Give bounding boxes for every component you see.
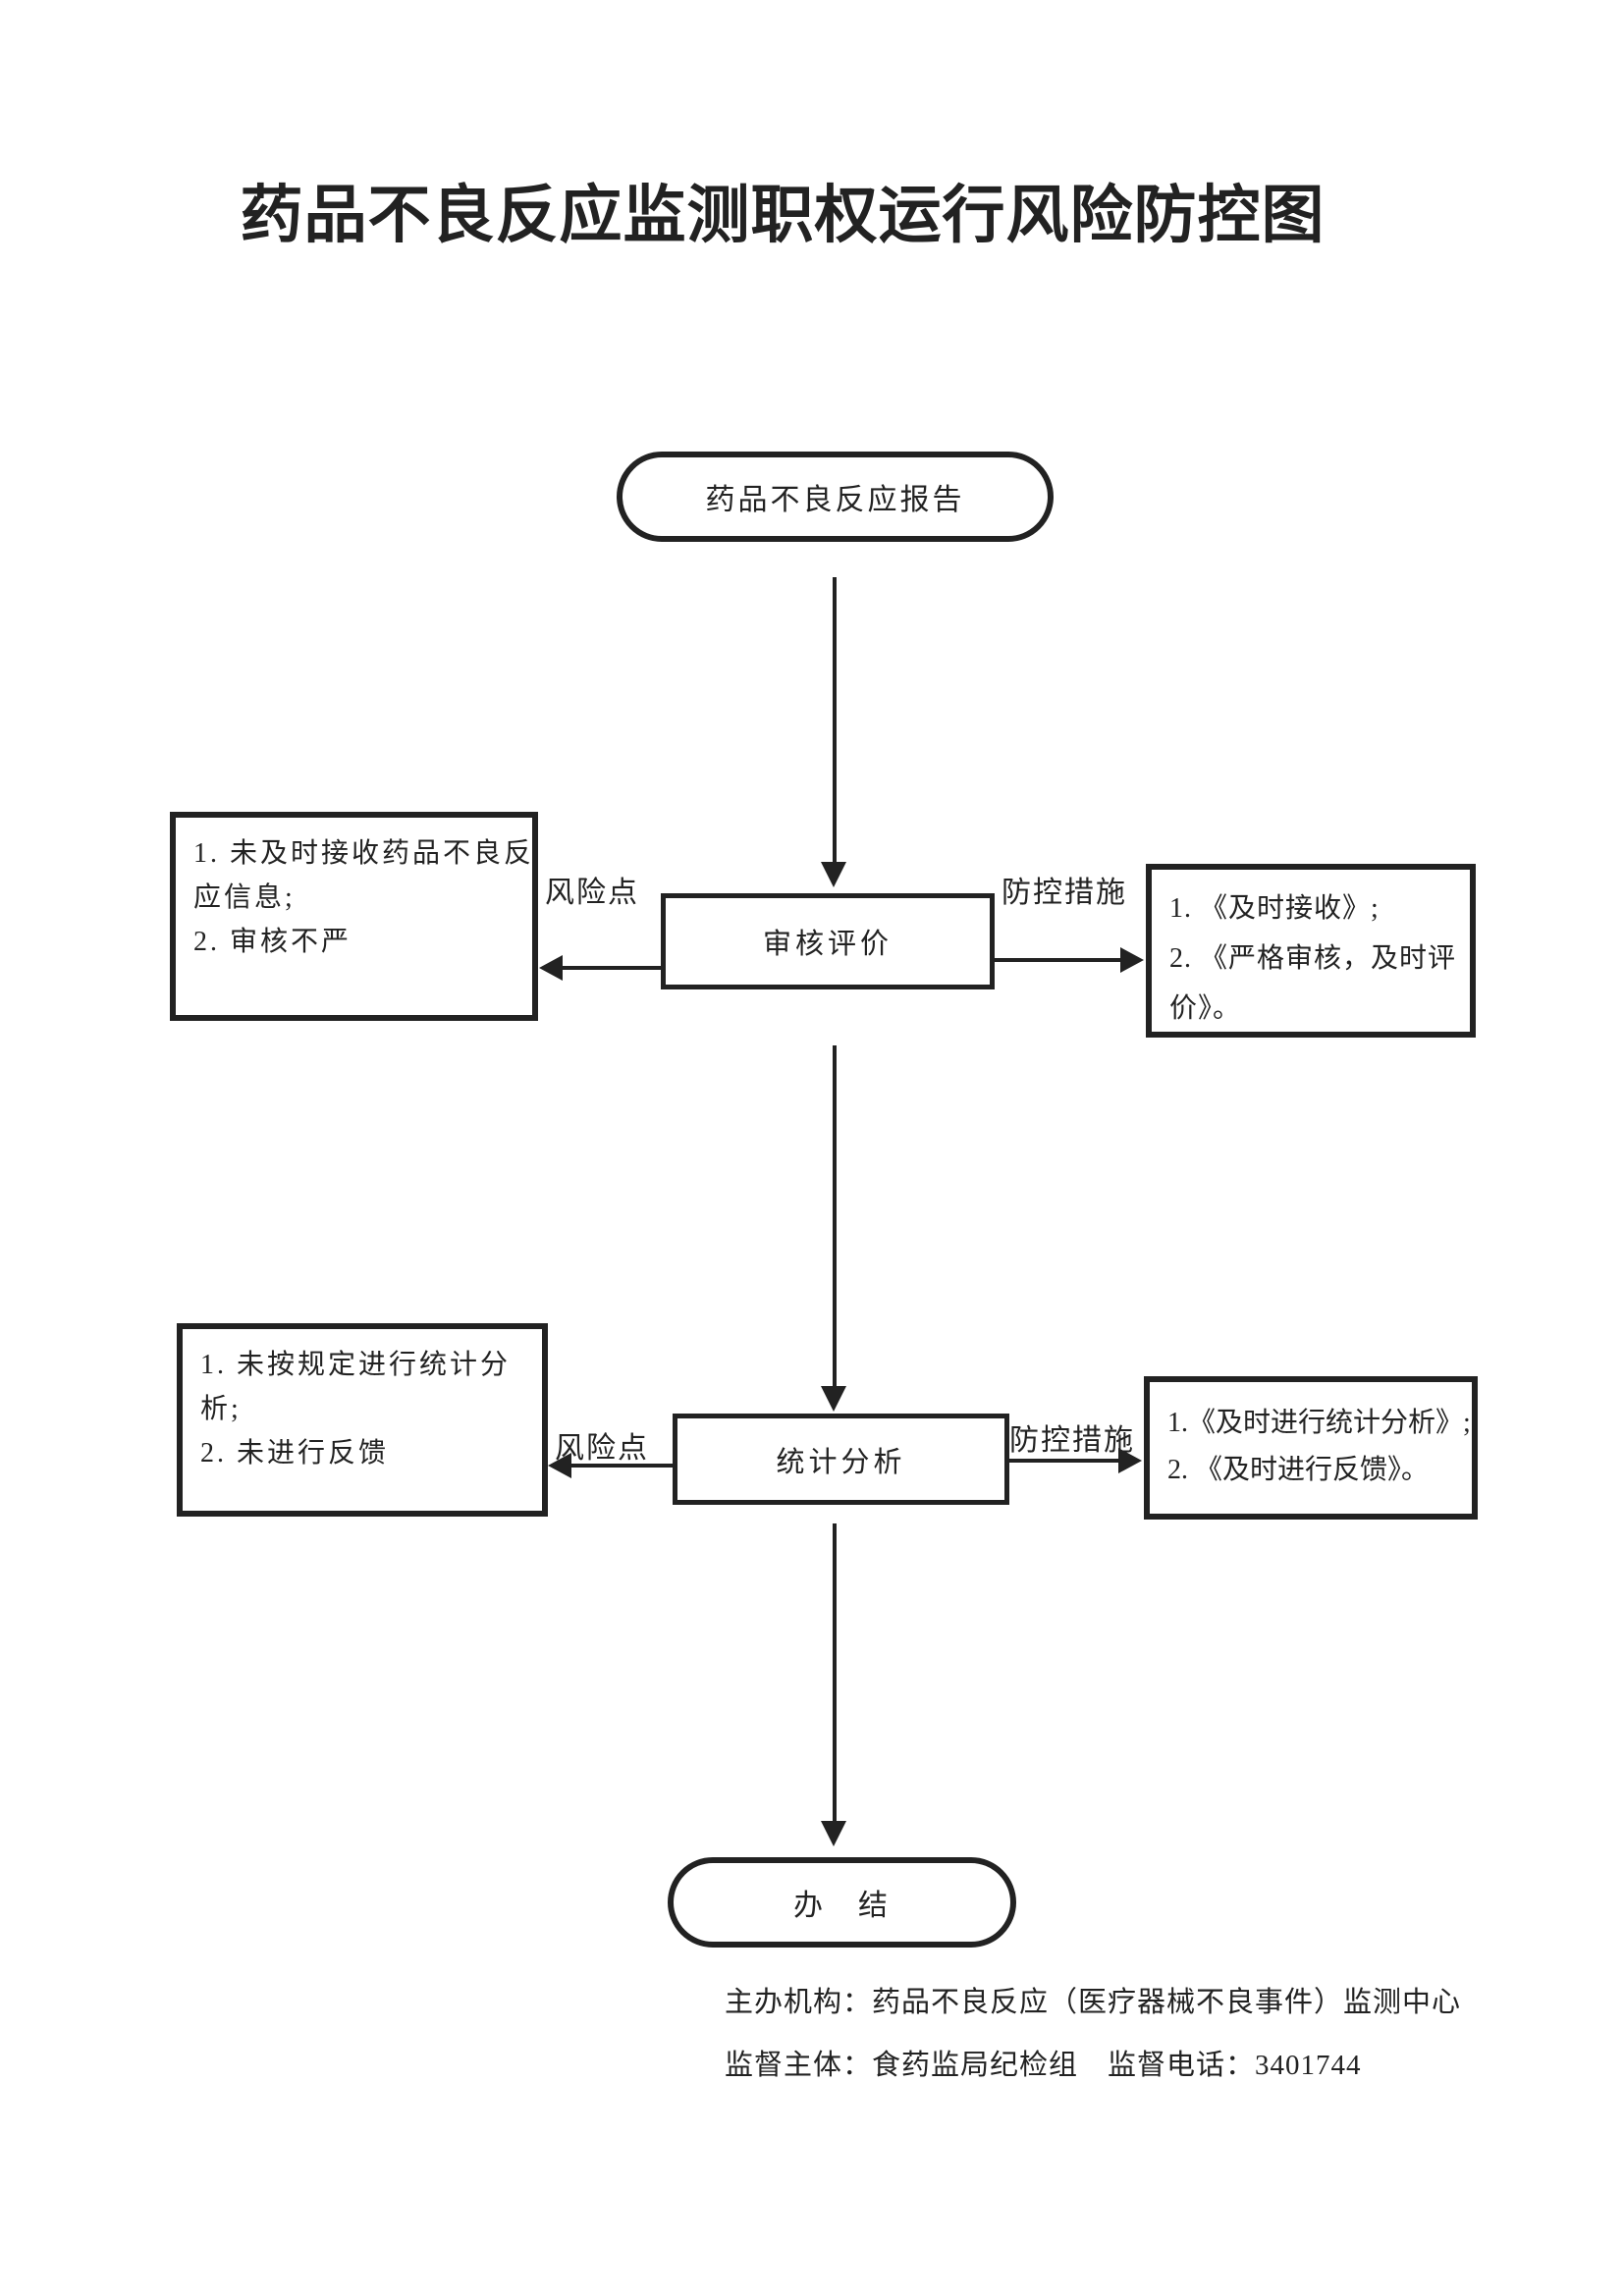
start-label: 药品不良反应报告 xyxy=(705,484,965,516)
process-box-review: 审核评价 xyxy=(661,893,995,989)
page-title: 药品不良反应监测职权运行风险防控图 xyxy=(240,181,1326,250)
footer-supervisor: 监督主体：食药监局纪检组 监督电话：3401744 xyxy=(725,2050,1362,2081)
control-box-review: 1. 《及时接收》; 2. 《严格审核，及时评 价》。 xyxy=(1146,864,1476,1038)
connector-review-to-stats xyxy=(833,1045,837,1386)
risk-tag-review: 风险点 xyxy=(545,877,639,909)
control-box-stats: 1.《及时进行统计分析》; 2. 《及时进行反馈》。 xyxy=(1144,1376,1478,1520)
connector-review-to-risk xyxy=(561,966,661,970)
control-tag-review: 防控措施 xyxy=(1001,877,1127,909)
process-box-stats: 统计分析 xyxy=(673,1414,1009,1505)
connector-review-to-control xyxy=(995,958,1122,962)
start-terminator: 药品不良反应报告 xyxy=(617,452,1054,542)
arrowhead-down-icon xyxy=(821,1821,846,1846)
connector-start-to-review xyxy=(833,577,837,862)
end-label: 办 结 xyxy=(793,1890,891,1922)
end-terminator: 办 结 xyxy=(668,1857,1016,1948)
arrowhead-right-icon xyxy=(1118,1448,1142,1473)
footer-organizer: 主办机构：药品不良反应（医疗器械不良事件）监测中心 xyxy=(725,1987,1462,2018)
connector-stats-to-risk xyxy=(569,1464,673,1468)
arrowhead-down-icon xyxy=(821,1386,846,1412)
connector-stats-to-end xyxy=(833,1523,837,1821)
risk-box-review: 1. 未及时接收药品不良反 应信息; 2. 审核不严 xyxy=(170,812,538,1021)
arrowhead-right-icon xyxy=(1120,947,1144,973)
arrowhead-left-icon xyxy=(539,955,563,981)
risk-box-stats: 1. 未按规定进行统计分 析; 2. 未进行反馈 xyxy=(177,1323,548,1517)
process-label-review: 审核评价 xyxy=(762,929,893,960)
control-tag-stats: 防控措施 xyxy=(1009,1424,1135,1457)
arrowhead-left-icon xyxy=(548,1453,571,1478)
process-label-stats: 统计分析 xyxy=(776,1446,906,1478)
arrowhead-down-icon xyxy=(821,862,846,887)
connector-stats-to-control xyxy=(1009,1459,1120,1463)
